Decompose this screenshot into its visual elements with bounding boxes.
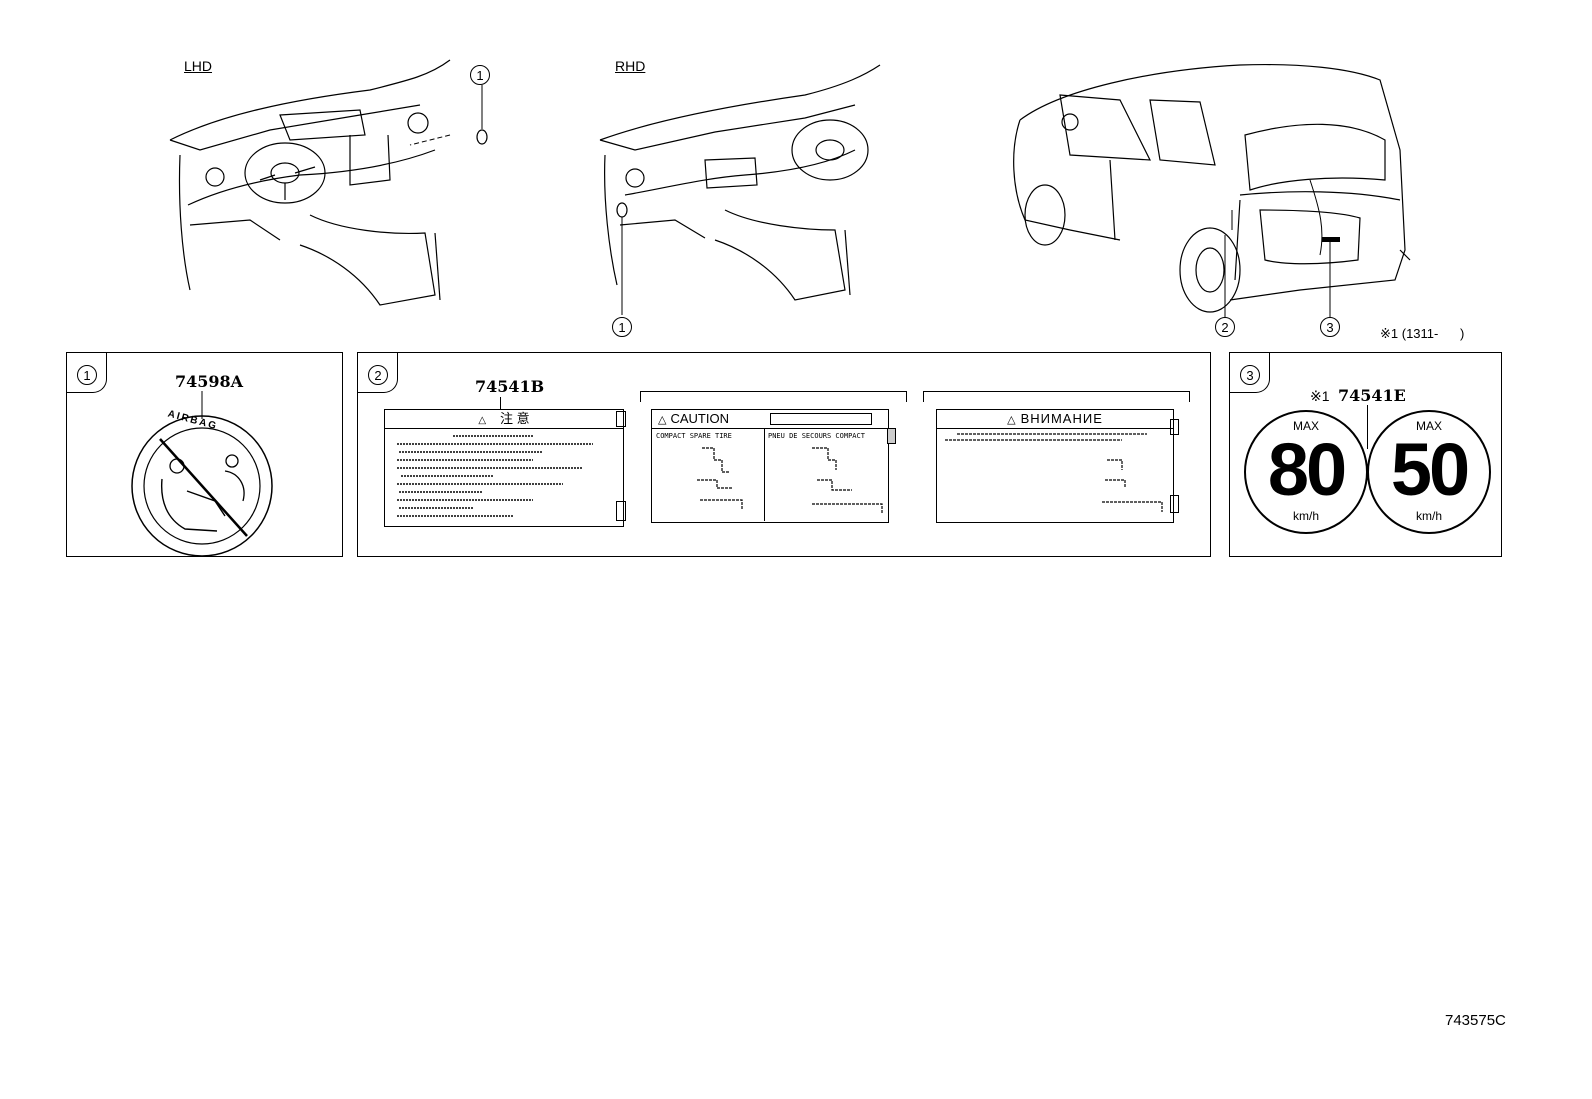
label-jp-title: 注 意 bbox=[500, 411, 530, 426]
speed-sign-50-max: MAX bbox=[1415, 419, 1442, 433]
label-ru-text-lines bbox=[945, 433, 1163, 512]
panel-speed-limit-label: 3 ※1 74541E MAX 80 km/h MAX 50 km/h bbox=[1229, 352, 1502, 557]
speed-sign-80-value: 80 bbox=[1267, 428, 1347, 511]
label-en-col1-heading: COMPACT SPARE TIRE bbox=[656, 432, 732, 440]
panel-callout-3: 3 bbox=[1240, 365, 1260, 385]
label-en-text-lines bbox=[697, 447, 883, 514]
panel-airbag-label: 1 74598A AIRBAG bbox=[66, 352, 343, 557]
part-number-74541b: 74541B bbox=[475, 377, 545, 396]
part-number-74541e: 74541E bbox=[1338, 386, 1406, 405]
model-date-note: ※1 (1311- ) bbox=[1380, 326, 1465, 341]
speed-sign-50: MAX 50 km/h bbox=[1367, 410, 1491, 534]
panel-spare-tire-labels: 2 74541B △注 意 △CAUTION bbox=[357, 352, 1211, 557]
label-japanese: △注 意 bbox=[384, 409, 624, 527]
label-russian: △ВНИМАНИЕ bbox=[936, 409, 1174, 523]
speed-sign-80-unit: km/h bbox=[1292, 509, 1319, 523]
speed-label-note-mark: ※1 bbox=[1310, 388, 1330, 404]
label-en-title: CAUTION bbox=[670, 411, 729, 426]
lhd-label: LHD bbox=[184, 58, 213, 74]
lhd-dashboard-drawing bbox=[169, 59, 488, 306]
rhd-label: RHD bbox=[615, 58, 646, 74]
speed-sign-50-unit: km/h bbox=[1415, 509, 1442, 523]
part-number-74598a: 74598A bbox=[175, 372, 244, 391]
panel-callout-1: 1 bbox=[77, 365, 97, 385]
speed-sign-80: MAX 80 km/h bbox=[1244, 410, 1368, 534]
airbag-warning-emblem bbox=[131, 391, 273, 557]
label-jp-text-lines bbox=[397, 435, 593, 517]
vehicle-rear-drawing bbox=[1013, 63, 1411, 318]
callout-1-rhd: 1 bbox=[612, 317, 632, 337]
label-en-col2-heading: PNEU DE SECOURS COMPACT bbox=[768, 432, 865, 440]
speed-sign-50-value: 50 bbox=[1390, 428, 1470, 511]
panel-callout-2: 2 bbox=[368, 365, 388, 385]
figure-number: 743575C bbox=[1445, 1012, 1506, 1029]
callout-2-vehicle: 2 bbox=[1215, 317, 1235, 337]
callout-1-lhd: 1 bbox=[470, 65, 490, 85]
label-english: △CAUTION COMPACT SPARE TIRE PNEU DE SECO… bbox=[651, 409, 889, 523]
label-ru-title: ВНИМАНИЕ bbox=[1020, 411, 1103, 426]
callout-3-vehicle: 3 bbox=[1320, 317, 1340, 337]
speed-sign-80-max: MAX bbox=[1292, 419, 1319, 433]
rhd-dashboard-drawing bbox=[599, 64, 881, 315]
